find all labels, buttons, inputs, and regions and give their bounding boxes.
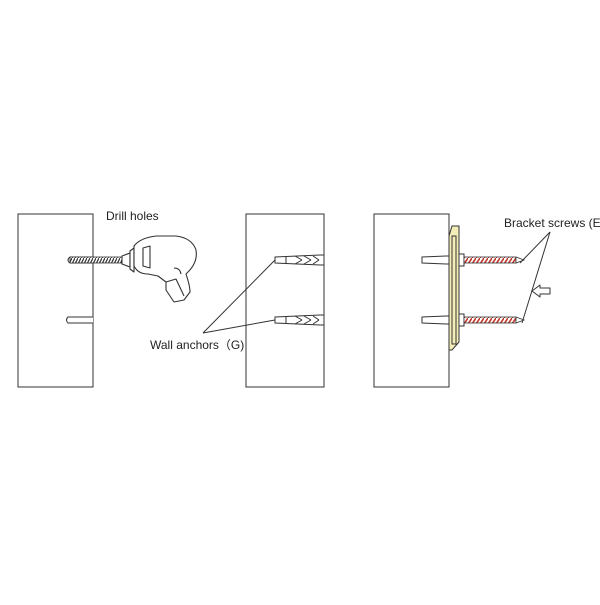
panel-bracket-screws [373,213,551,388]
screw-head [458,313,465,327]
bracket-screws-label: Bracket screws (E) [504,216,600,230]
wall-1 [17,213,94,388]
drill-hole-lower [66,316,93,324]
wall-3 [373,213,450,388]
wall-anchor-icon [274,314,325,326]
bracket-screw-icon [463,256,526,264]
panel-wall-anchors [202,213,325,388]
panel-drill-holes [17,213,197,388]
wall-anchors-label: Wall anchors（G) [150,338,245,352]
bracket [448,225,460,351]
arrow-left-icon [531,284,551,298]
screw-leader-lines [519,231,551,324]
wall-anchor-icon [274,254,325,266]
anchor-leader-lines [202,259,276,334]
bracket-screw-icon [463,316,526,324]
screw-head [458,253,465,267]
drill-icon [121,235,197,303]
wall-2 [245,213,325,388]
wall-anchor-icon [421,255,450,325]
drill-holes-label: Drill holes [106,209,159,223]
drill-bit [69,256,123,264]
